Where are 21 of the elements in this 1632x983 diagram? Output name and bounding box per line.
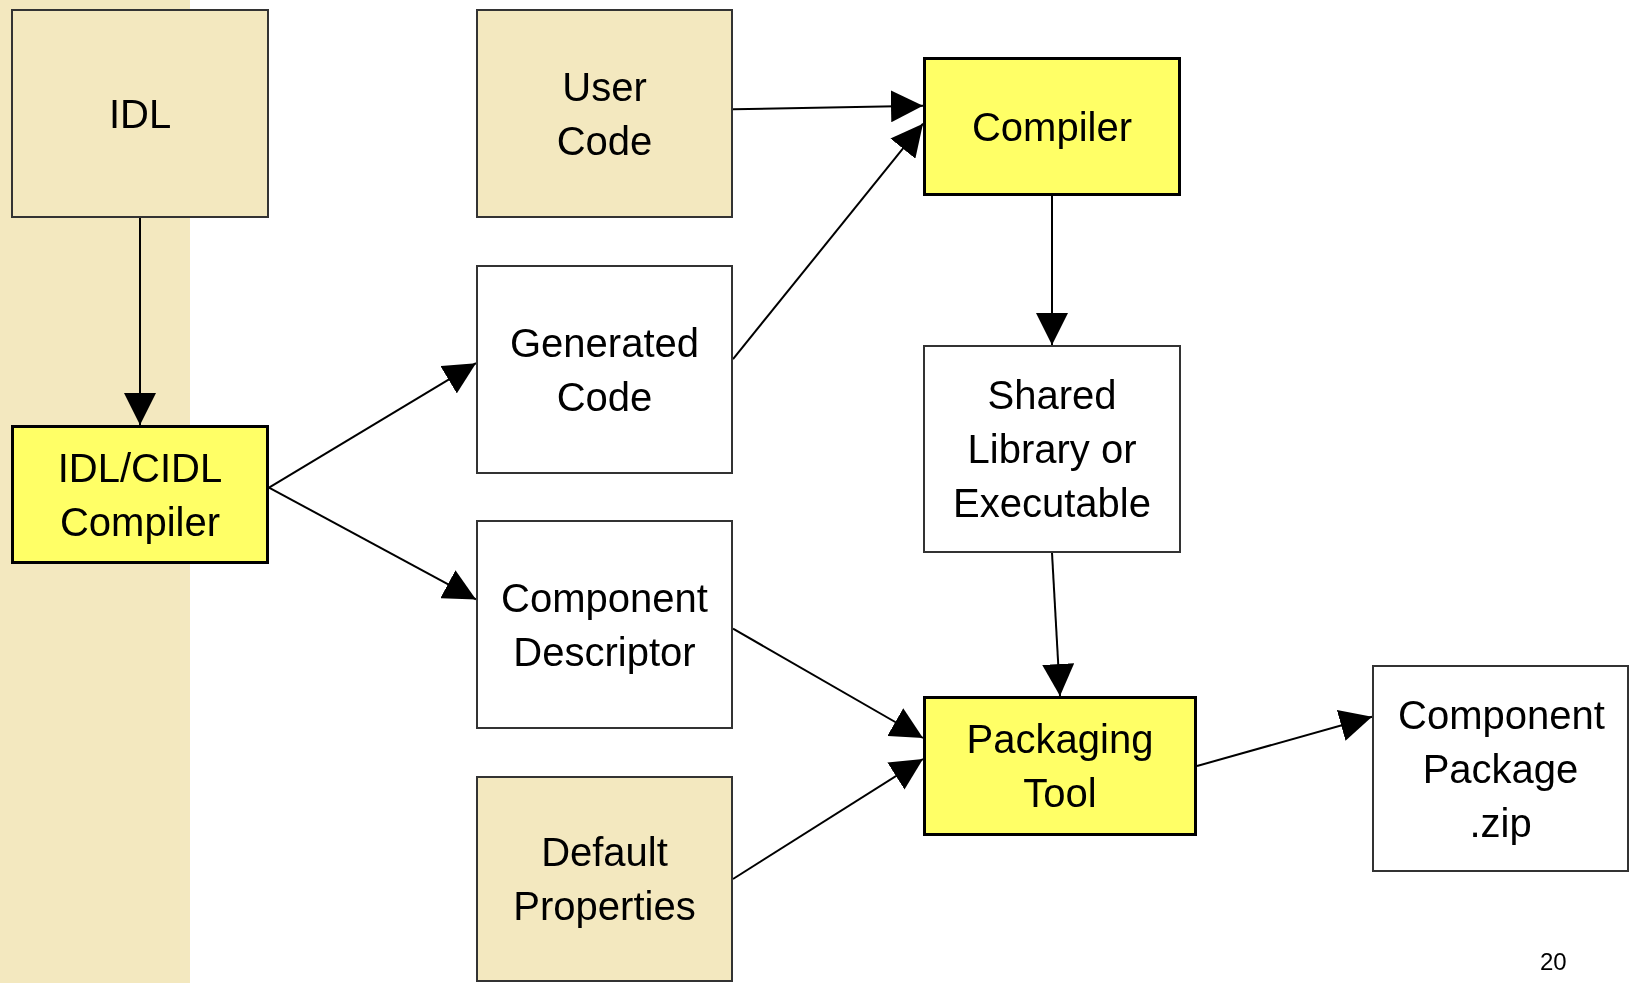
artifact-box: Component Package .zip [1372, 665, 1629, 872]
arrow [1196, 710, 1373, 767]
arrow [1036, 195, 1068, 346]
arrow [268, 486, 477, 601]
artifact-box: Shared Library or Executable [923, 345, 1181, 553]
arrow [732, 90, 924, 123]
tool-box: Packaging Tool [923, 696, 1197, 836]
arrow [124, 217, 156, 426]
artifact-box: Component Descriptor [476, 520, 733, 729]
input-box: User Code [476, 9, 733, 218]
tool-box: IDL/CIDL Compiler [11, 425, 269, 564]
artifact-box: Generated Code [476, 265, 733, 474]
arrow [732, 627, 924, 739]
input-box: Default Properties [476, 776, 733, 982]
arrow [1042, 552, 1075, 697]
arrow [732, 122, 924, 361]
arrow [268, 362, 477, 489]
tool-box: Compiler [923, 57, 1181, 196]
input-box: IDL [11, 9, 269, 218]
page-number: 20 [1540, 950, 1567, 974]
arrow [732, 758, 924, 880]
